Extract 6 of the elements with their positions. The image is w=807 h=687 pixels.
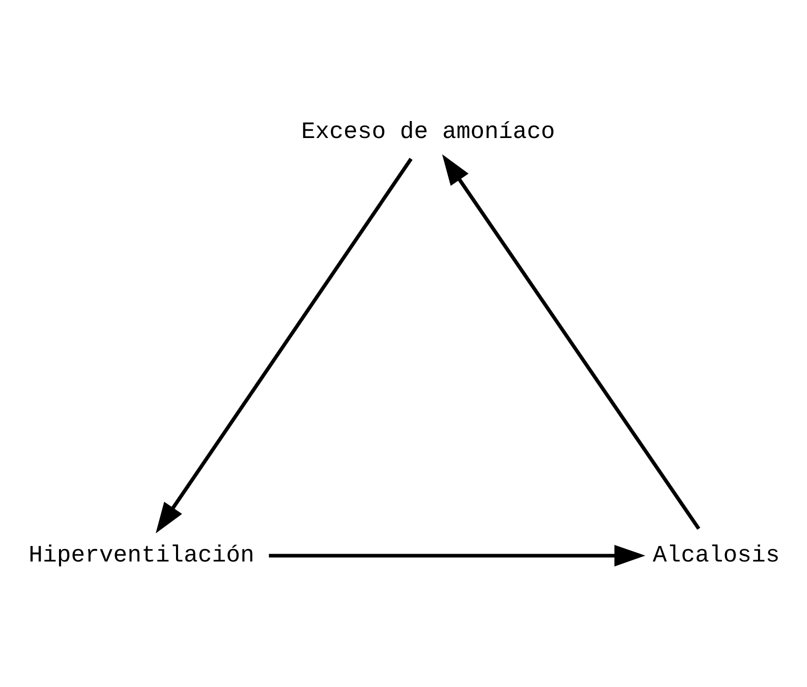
arrow [442, 154, 700, 530]
node-text: Alcalosis [652, 542, 780, 569]
node-text: Exceso de amoníaco [301, 118, 556, 146]
node-text: Hiperventilación [28, 542, 254, 569]
arrow [156, 157, 413, 533]
arrow [268, 544, 646, 566]
